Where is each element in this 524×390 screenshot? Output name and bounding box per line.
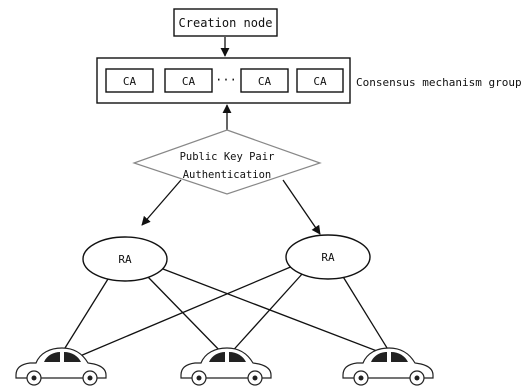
ra-label: RA xyxy=(118,253,132,266)
ca-node-4: CA xyxy=(296,68,344,93)
ca-node-label: CA xyxy=(182,75,196,88)
ra-label: RA xyxy=(321,251,335,264)
ca-node-label: CA xyxy=(123,75,137,88)
creation-node-label: Creation node xyxy=(179,16,273,30)
vehicle-3 xyxy=(342,347,434,386)
vehicle-2 xyxy=(180,347,272,386)
car-icon xyxy=(15,347,107,386)
ca-node-label: CA xyxy=(258,75,272,88)
auth-to-ra-right-arrow xyxy=(282,179,321,235)
car-icon xyxy=(180,347,272,386)
car-icon xyxy=(342,347,434,386)
ca-node-3: CA xyxy=(240,68,289,93)
ca-node-label: CA xyxy=(313,75,327,88)
ra-node-left: RA xyxy=(82,236,168,282)
consensus-group-label: Consensus mechanism group xyxy=(356,76,522,89)
ca-node-1: CA xyxy=(105,68,154,93)
vehicle-1 xyxy=(15,347,107,386)
ra-node-right: RA xyxy=(285,234,371,280)
authentication-label-line1: Public Key Pair xyxy=(180,151,275,163)
ca-node-2: CA xyxy=(164,68,213,93)
authentication-label-line2: Authentication xyxy=(183,169,272,181)
auth-to-ra-left-arrow xyxy=(141,179,182,226)
ca-ellipsis: ··· xyxy=(215,73,237,87)
consensus-group: CA CA ··· CA CA xyxy=(96,57,351,104)
ra-vehicle-links xyxy=(59,262,393,357)
creation-node: Creation node xyxy=(173,8,278,37)
authentication-diamond: Public Key Pair Authentication xyxy=(132,129,322,195)
